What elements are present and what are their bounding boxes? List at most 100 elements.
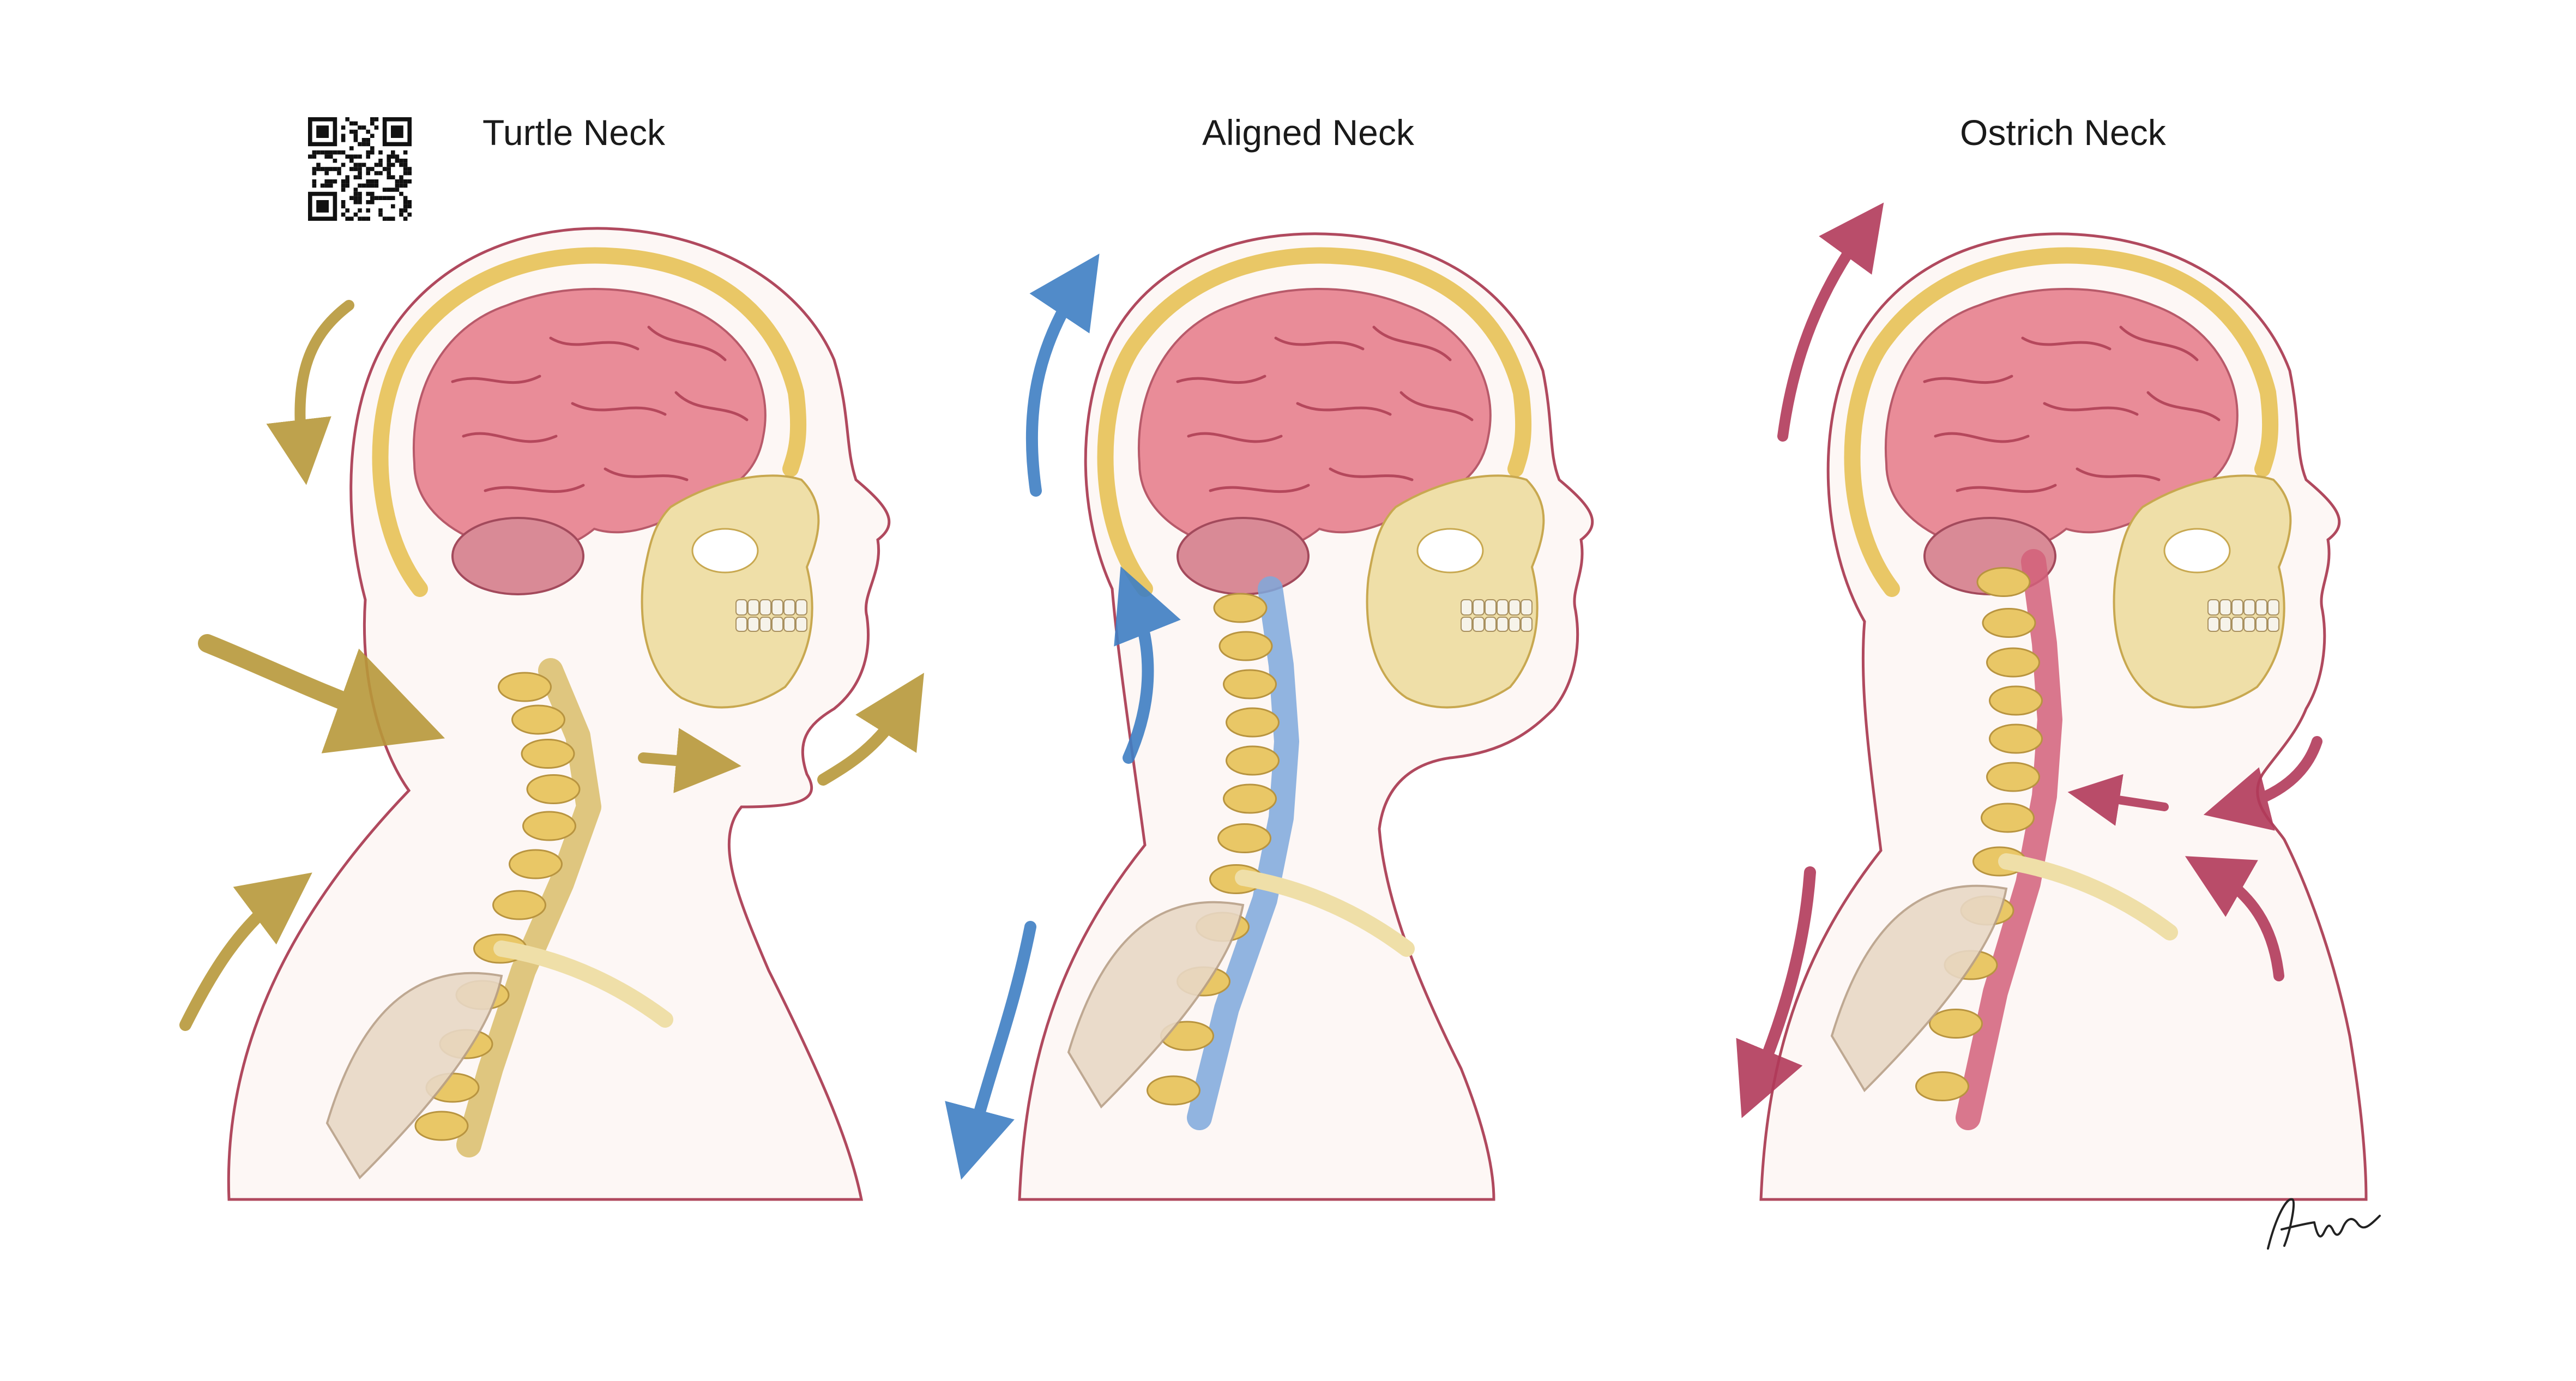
qr-module (399, 175, 403, 179)
qr-module (358, 167, 362, 171)
qr-module (370, 200, 375, 204)
tooth (2207, 599, 2219, 616)
qr-module (333, 150, 337, 155)
brain-fold (1372, 325, 1452, 361)
qr-module (341, 204, 346, 209)
qr-module (387, 175, 391, 179)
direction-arrow (638, 728, 741, 793)
qr-module (378, 212, 383, 217)
skull-vault (1097, 247, 1532, 597)
qr-module (382, 216, 387, 221)
qr-module (308, 154, 312, 159)
brain-fold (2021, 336, 2112, 351)
qr-module (353, 138, 358, 142)
qr-module (399, 159, 403, 163)
artist-signature-icon (2267, 1198, 2381, 1250)
clavicle (493, 940, 673, 1028)
qr-module (387, 188, 391, 192)
clavicle (1235, 870, 1415, 957)
qr-module (358, 171, 362, 176)
qr-module (333, 167, 337, 171)
qr-module (387, 171, 391, 176)
qr-module (378, 171, 383, 176)
qr-module (366, 150, 370, 155)
qr-module (358, 142, 362, 147)
qr-module (316, 150, 321, 155)
tooth (1521, 599, 1533, 616)
scapula (1067, 901, 1245, 1109)
tooth (1473, 599, 1485, 616)
tooth (735, 599, 747, 616)
qr-module (349, 196, 354, 200)
panel-2 (1736, 202, 2368, 1201)
qr-module (399, 183, 403, 188)
tooth (759, 617, 771, 632)
brain-fold (571, 402, 667, 416)
direction-arrow (2203, 736, 2322, 831)
qr-module (407, 167, 412, 171)
tooth (2243, 617, 2255, 632)
qr-module (353, 196, 358, 200)
qr-module (374, 125, 379, 130)
scapula (1830, 884, 2008, 1093)
vertebra (1982, 608, 2036, 638)
qr-module (341, 150, 346, 155)
qr-module (370, 191, 375, 196)
qr-module (366, 191, 370, 196)
qr-module (378, 150, 383, 155)
qr-module (387, 162, 391, 167)
brain-fold (462, 432, 558, 443)
qr-module (403, 167, 408, 171)
qr-code-icon[interactable] (308, 117, 412, 221)
qr-module (312, 183, 317, 188)
vertebra (492, 890, 546, 920)
direction-arrow (817, 673, 924, 786)
direction-arrow (2067, 774, 2169, 826)
qr-module (374, 171, 379, 176)
vertebra (414, 1111, 469, 1141)
qr-module (337, 171, 341, 176)
qr-module (349, 159, 354, 163)
qr-module (345, 175, 349, 179)
qr-module (324, 167, 329, 171)
qr-module (312, 179, 317, 184)
clavicle (1998, 853, 2178, 940)
qr-module (395, 159, 400, 163)
qr-module (370, 150, 375, 155)
panel-1 (945, 232, 1594, 1201)
qr-module (341, 200, 346, 204)
qr-module (391, 154, 395, 159)
cerebellum (1177, 517, 1310, 595)
brain-fold (1934, 432, 2030, 443)
spinal-cord (456, 658, 601, 1157)
qr-module (370, 183, 375, 188)
vertebra (1986, 647, 2040, 678)
qr-module (333, 179, 337, 184)
qr-module (341, 188, 346, 192)
qr-module (387, 154, 391, 159)
qr-module (361, 162, 366, 167)
qr-module (366, 179, 370, 184)
vertebra (498, 672, 552, 702)
qr-module (370, 196, 375, 200)
brain-fold (1187, 432, 1283, 443)
eye-orbit (2163, 528, 2231, 574)
tooth (747, 599, 759, 616)
brain-fold (1399, 391, 1474, 421)
qr-module (366, 208, 370, 213)
qr-module (395, 183, 400, 188)
qr-module (366, 142, 370, 147)
qr-module (403, 204, 408, 209)
qr-module (391, 216, 395, 221)
vertebra (1213, 593, 1268, 623)
tooth (2231, 617, 2243, 632)
qr-module (395, 154, 400, 159)
qr-module (366, 171, 370, 176)
brain-fold (1329, 467, 1414, 481)
qr-module (358, 175, 362, 179)
qr-module (361, 142, 366, 147)
eye-orbit (691, 528, 759, 574)
qr-module (403, 196, 408, 200)
qr-module (345, 208, 349, 213)
qr-module (403, 179, 408, 184)
